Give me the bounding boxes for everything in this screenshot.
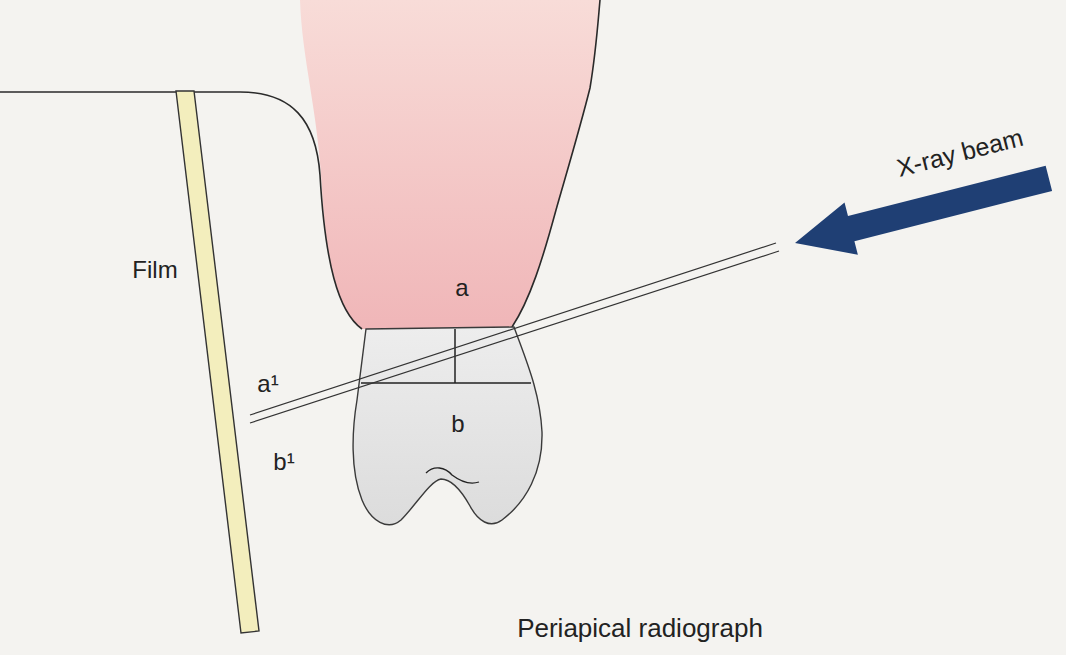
fissure: [426, 468, 479, 483]
tooth: [353, 327, 542, 525]
caption: Periapical radiograph: [517, 614, 763, 643]
tissue-outline: [0, 0, 600, 329]
beam-line: [250, 243, 776, 415]
soft-tissue: [300, 0, 600, 329]
film-label: Film: [132, 257, 177, 283]
point-label: a: [455, 275, 468, 301]
image-point-label: a¹: [257, 371, 278, 397]
beam-label: X-ray beam: [894, 124, 1026, 183]
image-point-label: b¹: [273, 449, 294, 475]
beam-line: [250, 251, 779, 423]
film: [176, 91, 259, 633]
measure-line-horizontal: [361, 382, 531, 384]
point-label: b: [451, 411, 464, 437]
